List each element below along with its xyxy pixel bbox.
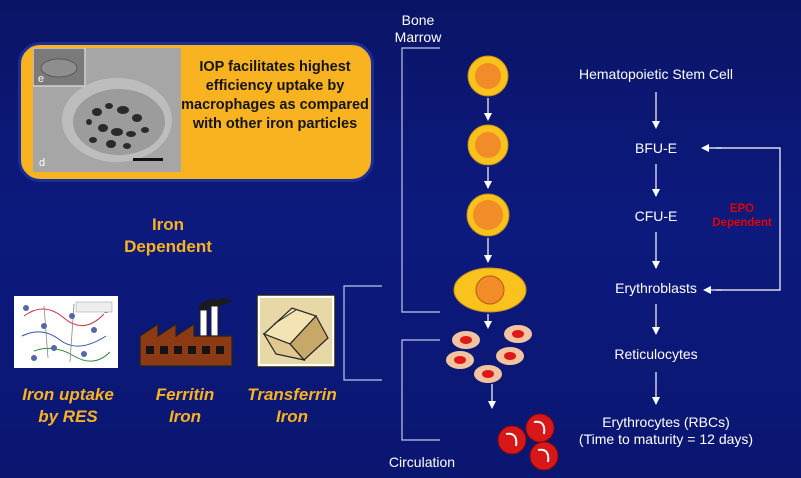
- erythrocytes-line-1: Erythrocytes (RBCs): [602, 414, 730, 430]
- source-ferritin-line-2: Iron: [168, 407, 202, 426]
- stage-hematopoietic-stem-cell: Hematopoietic Stem Cell: [578, 66, 734, 82]
- stage-reticulocytes: Reticulocytes: [614, 346, 698, 362]
- iron-sources-bracket: [343, 285, 382, 381]
- stage-erythroblasts: Erythroblasts: [615, 280, 697, 296]
- source-label-res: Iron uptake by RES: [8, 384, 128, 428]
- micrograph-image: e d: [33, 48, 181, 172]
- source-label-transferrin: Transferrin Iron: [240, 384, 344, 428]
- iron-dependent-heading: Iron Dependent: [118, 214, 218, 258]
- bone-marrow-bracket: [401, 47, 440, 313]
- source-ferritin-line-1: Ferritin: [155, 385, 215, 404]
- transferrin-image: [256, 294, 336, 368]
- erythrocytes-line-2: (Time to maturity = 12 days): [578, 431, 754, 447]
- source-label-ferritin: Ferritin Iron: [140, 384, 230, 428]
- bone-marrow-line-2: Marrow: [394, 29, 442, 45]
- stage-erythrocytes: Erythrocytes (RBCs) (Time to maturity = …: [556, 414, 776, 448]
- circulation-label: Circulation: [388, 454, 456, 470]
- source-transferrin-line-1: Transferrin: [247, 385, 337, 404]
- bone-marrow-line-1: Bone: [401, 12, 435, 28]
- heading-line-2: Dependent: [124, 237, 212, 256]
- stage-bfu-e: BFU-E: [635, 140, 677, 156]
- source-res-line-1: Iron uptake: [22, 385, 114, 404]
- erythroblast-cell: [453, 267, 527, 313]
- circulation-bracket: [401, 339, 440, 441]
- stage-cfu-e: CFU-E: [634, 208, 678, 224]
- epo-line-1: EPO: [729, 203, 755, 215]
- res-network-image: [14, 296, 118, 368]
- erythrocyte-cluster: [497, 413, 559, 471]
- micrograph-inset-label: e: [38, 73, 44, 85]
- ferritin-factory-image: [138, 294, 234, 368]
- heading-line-1: Iron: [151, 215, 185, 234]
- reticulocyte-cluster: [446, 325, 532, 383]
- bfu-e-cell: [467, 124, 509, 166]
- source-res-line-2: by RES: [38, 407, 98, 426]
- stem-cell: [467, 55, 509, 97]
- cfu-e-cell: [466, 193, 510, 237]
- source-transferrin-line-2: Iron: [275, 407, 309, 426]
- epo-feedback-loop: [716, 147, 781, 291]
- bone-marrow-label: Bone Marrow: [383, 12, 453, 46]
- epo-dependent-label: EPO Dependent: [704, 202, 780, 230]
- callout-text: IOP facilitates highest efficiency uptak…: [181, 59, 369, 132]
- epo-line-2: Dependent: [712, 217, 772, 229]
- micrograph-panel-label: d: [39, 157, 45, 169]
